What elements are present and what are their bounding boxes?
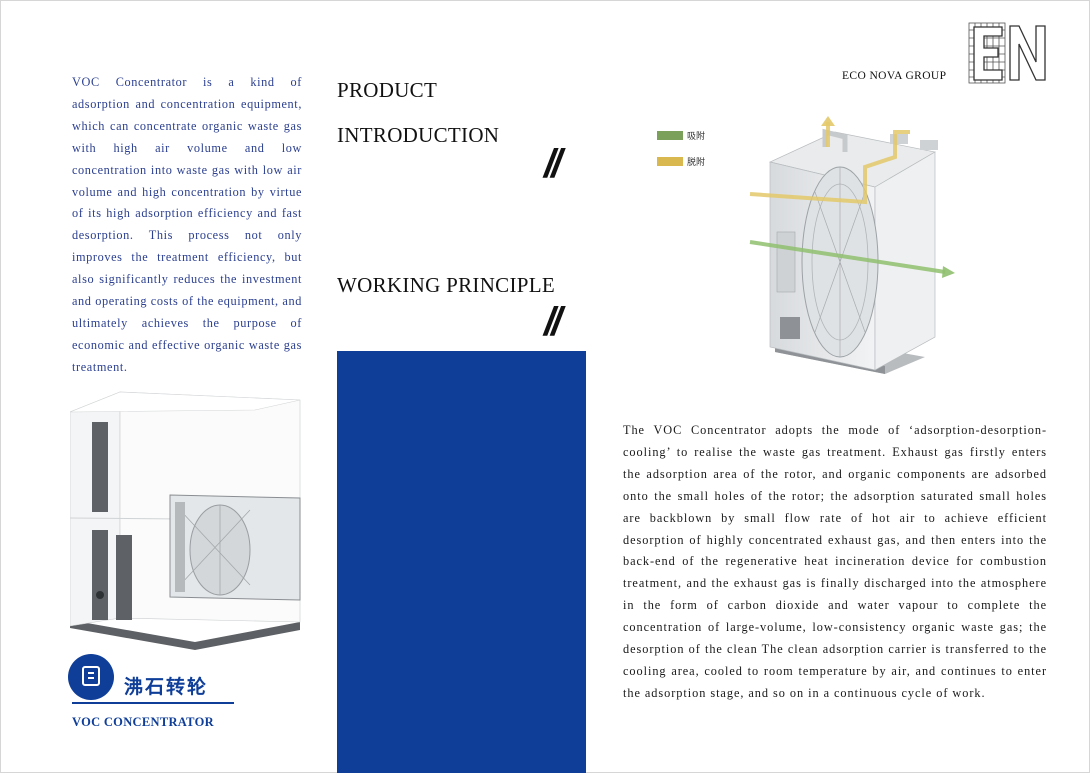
legend: 吸附 脱附 xyxy=(657,129,705,181)
heading-introduction: INTRODUCTION xyxy=(337,123,500,147)
heading-product: PRODUCT xyxy=(337,78,438,102)
product-name-cn: 沸石转轮 xyxy=(124,676,209,698)
product-name-underline xyxy=(72,702,234,704)
principle-paragraph: The VOC Concentrator adopts the mode of … xyxy=(623,423,1047,700)
legend-item-desorption: 脱附 xyxy=(657,155,705,168)
en-logo xyxy=(968,22,1046,84)
legend-label: 脱附 xyxy=(687,158,706,168)
blue-panel xyxy=(337,351,586,773)
separator-slash: // xyxy=(544,300,562,344)
separator-slash: // xyxy=(544,142,562,186)
heading-working-principle: WORKING PRINCIPLE xyxy=(337,273,556,297)
concentrator-cutaway-image xyxy=(749,116,955,374)
brand-name: ECO NOVA GROUP xyxy=(842,70,947,82)
concentrator-cabinet-image xyxy=(70,391,301,650)
legend-item-adsorption: 吸附 xyxy=(657,129,705,142)
document-icon xyxy=(68,654,114,700)
legend-label: 吸附 xyxy=(687,132,706,142)
intro-paragraph: VOC Concentrator is a kind of adsorption… xyxy=(72,75,302,374)
legend-swatch-yellow xyxy=(657,157,683,166)
legend-swatch-green xyxy=(657,131,683,140)
product-name-en: VOC CONCENTRATOR xyxy=(72,715,214,729)
